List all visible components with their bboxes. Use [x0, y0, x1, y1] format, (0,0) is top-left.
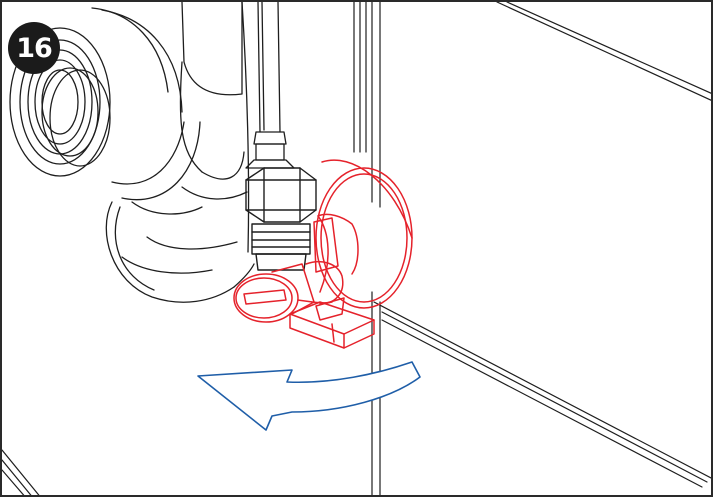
curved-arrow-left-icon: [197, 361, 421, 431]
compression-nut: [245, 167, 317, 271]
drain-pipe: [9, 2, 255, 303]
step-number-badge: 16: [8, 22, 60, 74]
angle-valve: [233, 159, 413, 349]
supply-hose: [245, 2, 295, 169]
step-number: 16: [16, 32, 53, 64]
